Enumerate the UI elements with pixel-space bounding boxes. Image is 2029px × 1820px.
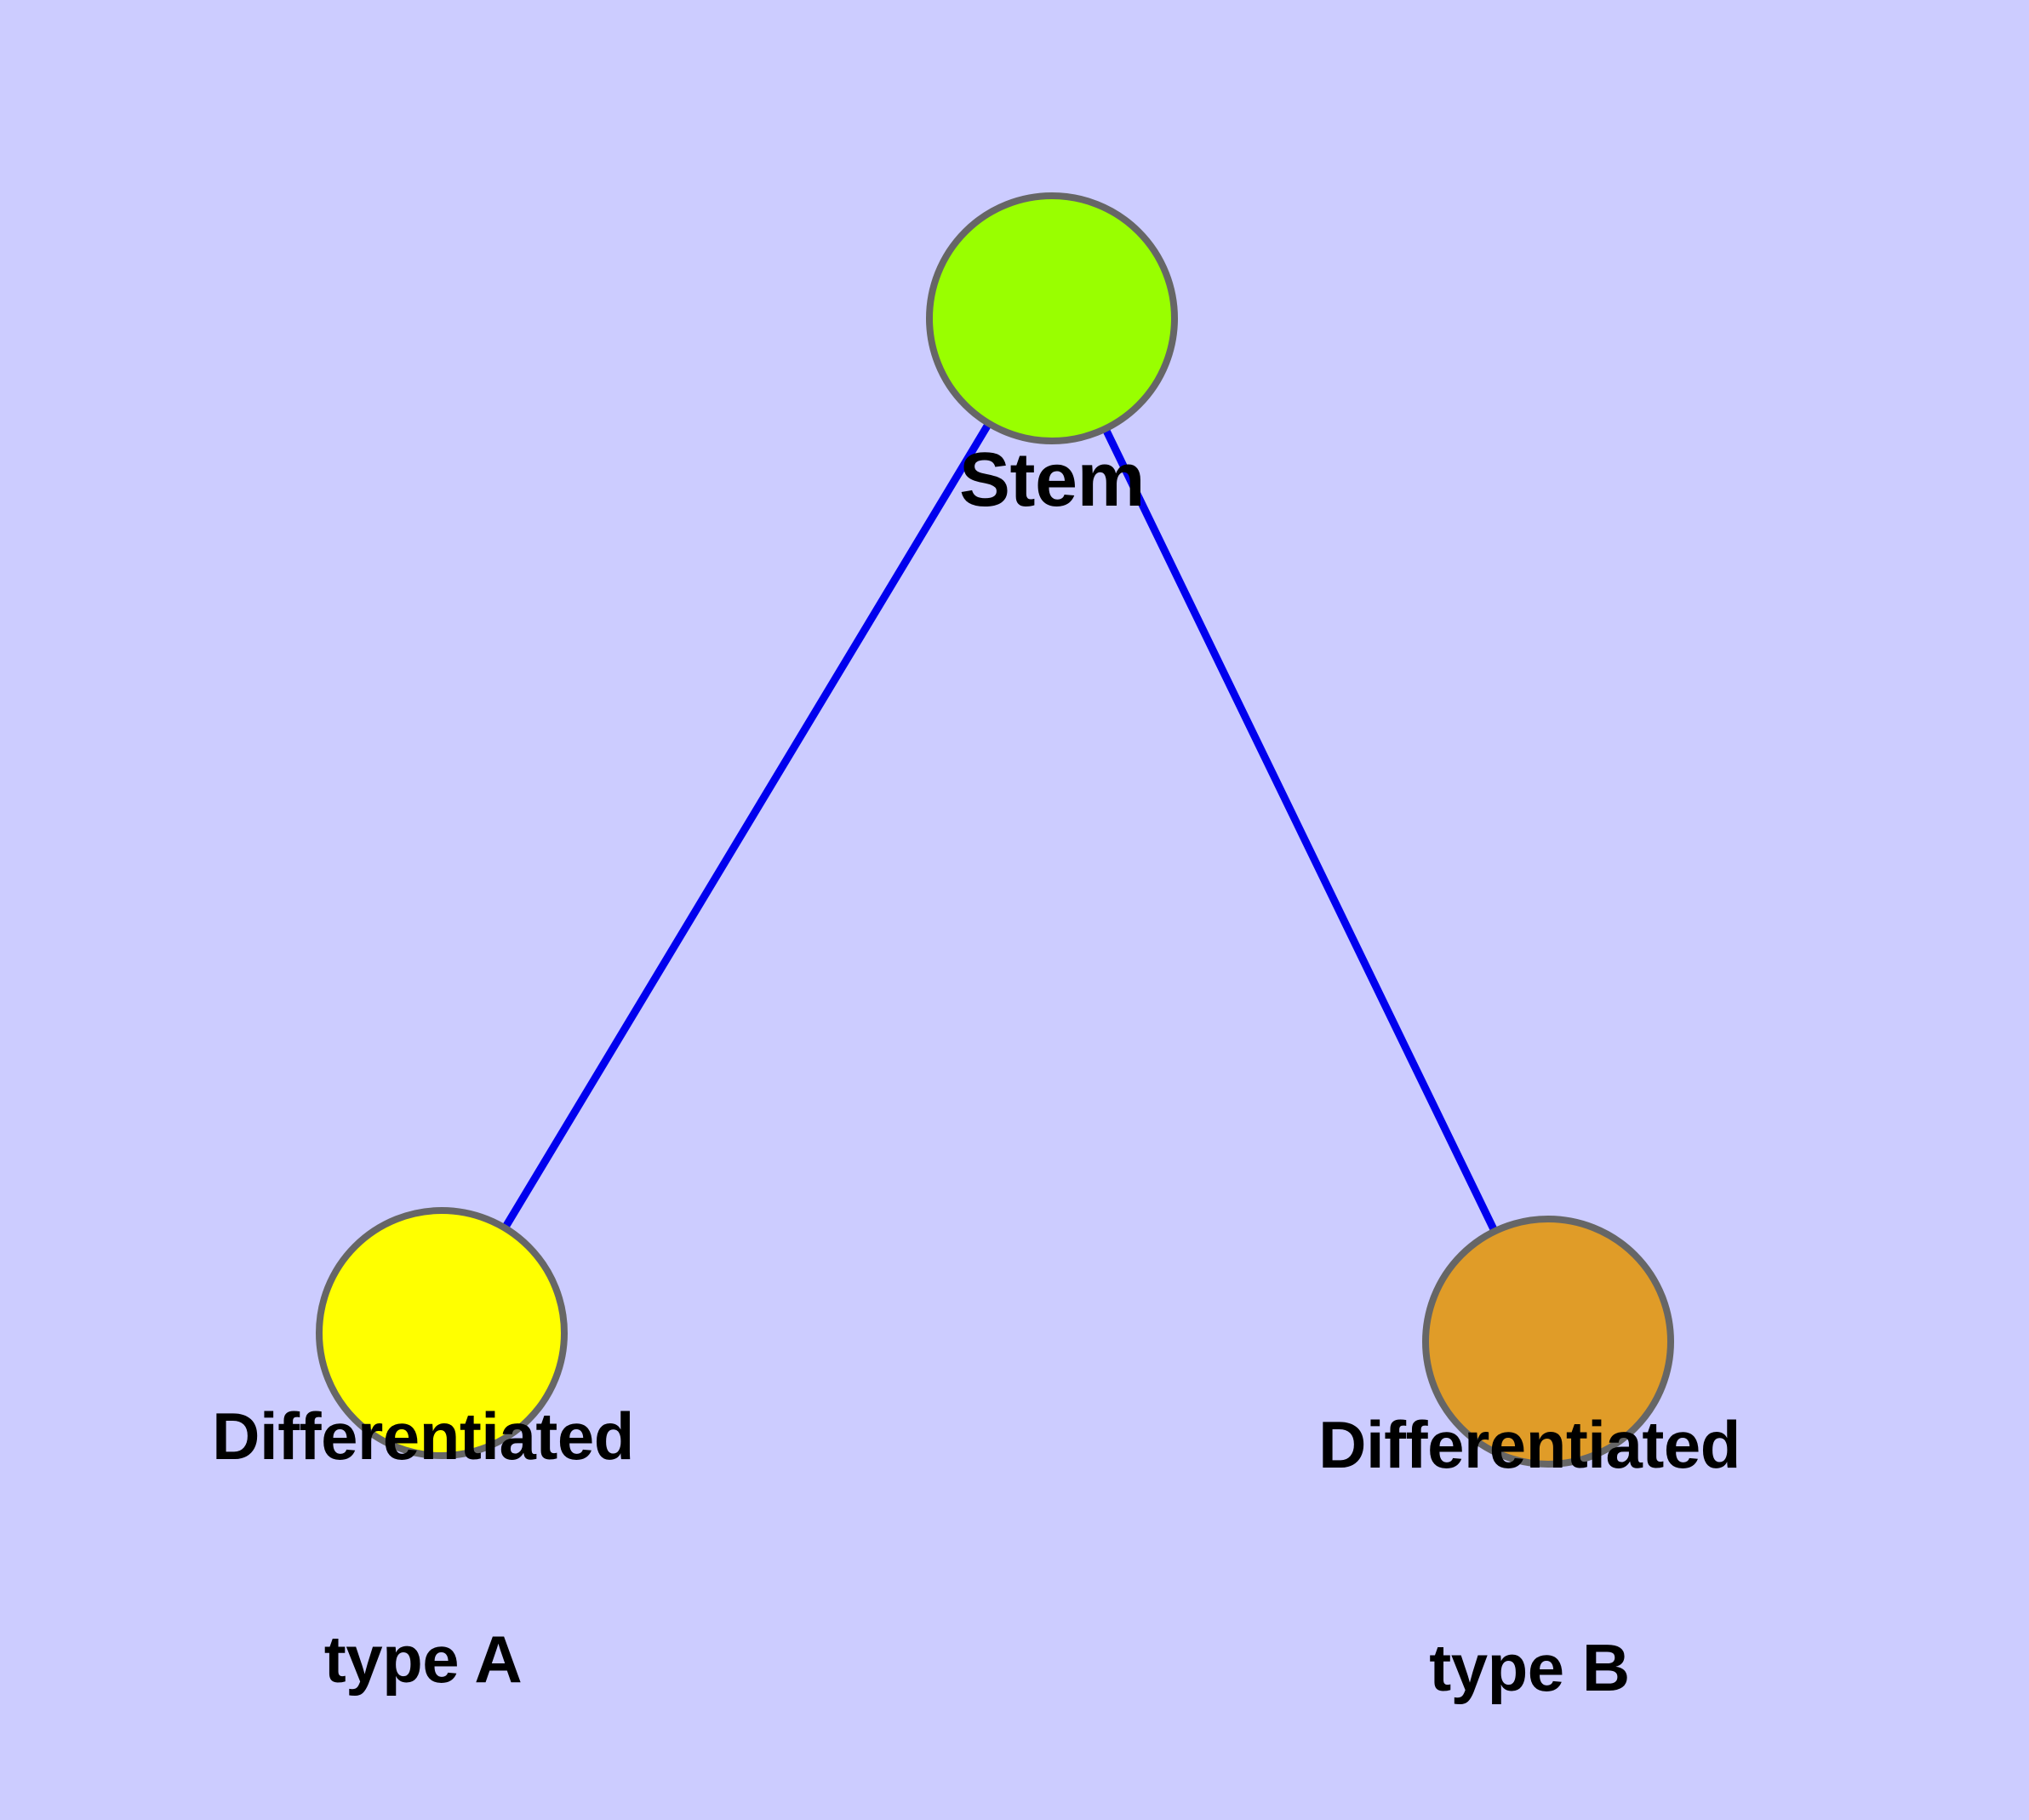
edge-stem-to-differentiated-type-b[interactable] — [1048, 317, 1552, 1343]
edges-layer — [438, 316, 1552, 1343]
node-differentiated-type-a[interactable] — [316, 1207, 568, 1459]
node-stem[interactable] — [926, 192, 1178, 444]
nodes-layer — [316, 192, 1674, 1468]
edge-stem-to-differentiated-type-a[interactable] — [438, 316, 1055, 1336]
node-differentiated-type-b[interactable] — [1422, 1216, 1674, 1468]
